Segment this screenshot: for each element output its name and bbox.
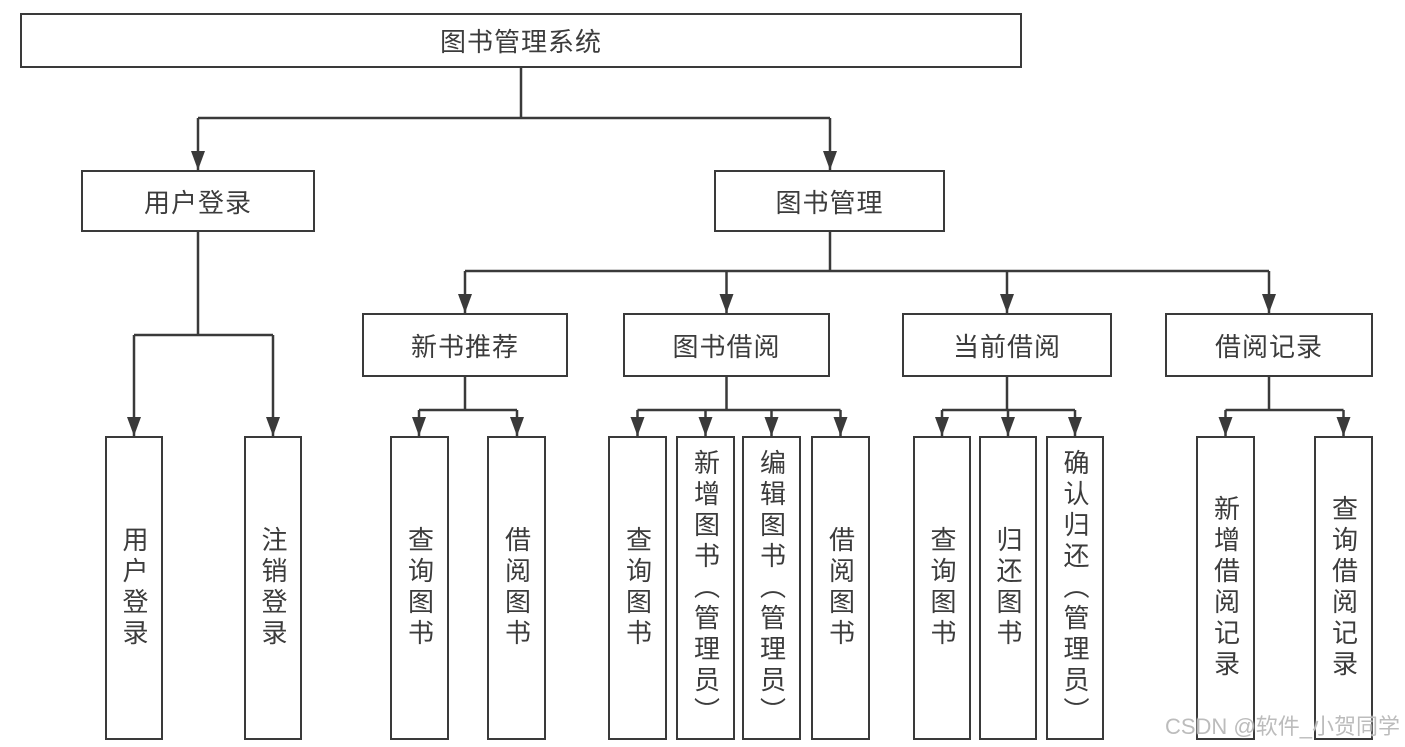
node-current-borrowing: 当前借阅 bbox=[902, 313, 1112, 377]
node-query-borrow-record: 查询借阅记录 bbox=[1314, 436, 1373, 740]
node-query-books-recommend: 查询图书 bbox=[390, 436, 449, 740]
node-query-books-borrow: 查询图书 bbox=[608, 436, 667, 740]
node-confirm-return-admin: 确认归还（管理员） bbox=[1046, 436, 1104, 740]
node-borrow-books-recommend: 借阅图书 bbox=[487, 436, 546, 740]
node-user-login-action-label: 用户登录 bbox=[119, 526, 149, 650]
node-return-books-label: 归还图书 bbox=[993, 526, 1023, 650]
node-edit-books-admin: 编辑图书（管理员） bbox=[742, 436, 801, 740]
node-book-management-label: 图书管理 bbox=[775, 187, 884, 218]
node-query-books-current-label: 查询图书 bbox=[927, 526, 957, 650]
node-book-management: 图书管理 bbox=[714, 170, 945, 232]
node-add-books-admin-label: 新增图书（管理员） bbox=[690, 448, 721, 728]
node-borrow-books-action: 借阅图书 bbox=[811, 436, 870, 740]
node-query-books-current: 查询图书 bbox=[913, 436, 971, 740]
node-current-borrowing-label: 当前借阅 bbox=[952, 331, 1061, 362]
node-add-borrow-record-label: 新增借阅记录 bbox=[1210, 495, 1241, 681]
node-add-borrow-record: 新增借阅记录 bbox=[1196, 436, 1255, 740]
node-borrow-records: 借阅记录 bbox=[1165, 313, 1373, 377]
node-user-login-label: 用户登录 bbox=[143, 187, 252, 218]
watermark-text: CSDN @软件_小贺同学 bbox=[1164, 714, 1400, 739]
node-logout-action: 注销登录 bbox=[244, 436, 302, 740]
node-borrow-books-action-label: 借阅图书 bbox=[825, 526, 856, 650]
node-user-login-action: 用户登录 bbox=[105, 436, 163, 740]
node-book-borrowing-label: 图书借阅 bbox=[672, 331, 781, 362]
node-query-books-borrow-label: 查询图书 bbox=[622, 526, 653, 650]
node-query-borrow-record-label: 查询借阅记录 bbox=[1328, 495, 1359, 681]
node-root: 图书管理系统 bbox=[20, 13, 1022, 68]
node-new-book-recommend-label: 新书推荐 bbox=[410, 331, 519, 362]
node-return-books: 归还图书 bbox=[979, 436, 1037, 740]
node-confirm-return-admin-label: 确认归还（管理员） bbox=[1060, 448, 1090, 728]
node-user-login: 用户登录 bbox=[81, 170, 315, 232]
node-borrow-records-label: 借阅记录 bbox=[1214, 331, 1323, 362]
node-logout-action-label: 注销登录 bbox=[258, 526, 288, 650]
node-borrow-books-recommend-label: 借阅图书 bbox=[501, 526, 532, 650]
node-root-label: 图书管理系统 bbox=[439, 27, 602, 57]
node-new-book-recommend: 新书推荐 bbox=[362, 313, 568, 377]
node-book-borrowing: 图书借阅 bbox=[623, 313, 830, 377]
node-query-books-recommend-label: 查询图书 bbox=[404, 526, 435, 650]
node-add-books-admin: 新增图书（管理员） bbox=[676, 436, 735, 740]
node-edit-books-admin-label: 编辑图书（管理员） bbox=[756, 448, 787, 728]
